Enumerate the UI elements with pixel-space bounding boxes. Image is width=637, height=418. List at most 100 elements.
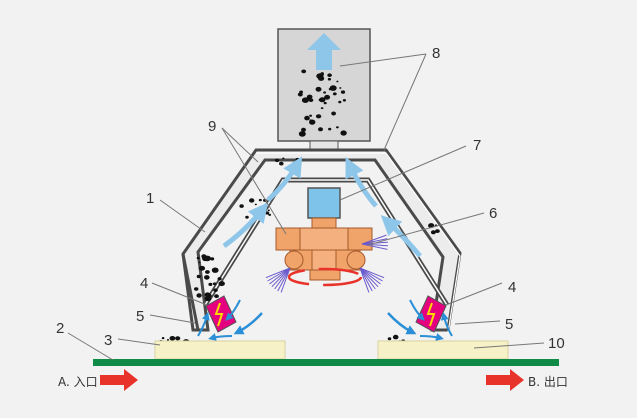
dust-particle	[327, 77, 331, 81]
dust-particle	[336, 126, 339, 129]
spray-line	[359, 267, 376, 290]
conveyor	[93, 359, 559, 366]
spray-line	[269, 267, 291, 285]
air-flow-arrows	[222, 156, 422, 258]
dust-particle	[239, 204, 244, 208]
callout-1: 1	[146, 190, 154, 207]
dust-particle	[265, 211, 270, 215]
dust-particle	[336, 80, 339, 83]
dust-particle	[198, 265, 206, 271]
dust-particle	[295, 157, 300, 162]
dust-particle	[338, 100, 342, 104]
callout-2: 2	[56, 320, 64, 337]
callout-4-right: 4	[508, 279, 516, 296]
dust-particle	[204, 295, 212, 302]
exhaust-duct	[277, 28, 371, 151]
dust-particle	[196, 293, 202, 298]
exit-label: B. 出口	[528, 375, 568, 389]
dust-particle	[217, 277, 222, 281]
right-arrow-icon	[100, 369, 138, 391]
dust-particle	[249, 198, 255, 203]
dust-particle	[282, 157, 285, 160]
callout-9: 9	[208, 118, 216, 135]
dust-particle	[175, 336, 181, 341]
spray-line	[361, 243, 388, 250]
cleaning-robot	[265, 187, 388, 293]
dust-particle	[306, 94, 313, 100]
dust-particles-duct	[297, 69, 347, 137]
dust-particle	[194, 287, 199, 291]
dust-particle	[214, 294, 219, 299]
dust-particle	[318, 127, 323, 132]
dust-particle	[301, 127, 306, 132]
dust-particle	[274, 158, 280, 163]
dust-particle	[304, 115, 310, 121]
right-arrow-icon	[486, 369, 524, 391]
callout-4-left: 4	[140, 275, 148, 292]
dust-particle	[430, 230, 436, 235]
dust-particle	[297, 92, 303, 97]
dust-particle	[342, 99, 346, 102]
dust-particle	[318, 98, 322, 102]
dust-particle	[329, 85, 337, 91]
dust-particle	[267, 209, 270, 212]
spray-line	[361, 243, 388, 247]
spray-line	[265, 267, 291, 279]
spray-line	[271, 267, 291, 288]
dust-particle	[324, 94, 331, 100]
dust-particle	[323, 91, 326, 94]
callout-8: 8	[432, 45, 440, 62]
spray-line	[359, 267, 383, 282]
dust-particle	[387, 337, 392, 341]
spray-line	[267, 267, 291, 282]
spray-line	[274, 267, 291, 290]
dust-particle	[340, 130, 347, 136]
dust-particle	[323, 101, 327, 105]
dust-particle	[332, 92, 337, 96]
dust-particle	[435, 229, 440, 234]
dust-particle	[210, 257, 215, 261]
dust-particle	[331, 111, 336, 116]
dust-particle	[315, 86, 322, 92]
dust-particle	[327, 73, 332, 77]
up-arrow-icon	[307, 33, 341, 70]
ionizer-left	[205, 295, 237, 333]
dust-particle	[161, 337, 165, 340]
dust-particle	[204, 292, 211, 298]
dust-particle	[328, 127, 332, 131]
dust-particle	[254, 203, 257, 206]
dust-particle	[212, 282, 217, 286]
dust-particle	[302, 131, 306, 135]
callout-6: 6	[489, 205, 497, 222]
callout-5-left: 5	[136, 308, 144, 325]
callout-5-right: 5	[505, 316, 513, 333]
dust-particle	[196, 256, 200, 260]
dust-particle	[320, 107, 324, 110]
spray-line	[361, 238, 388, 245]
spray-line	[359, 267, 373, 292]
dust-particle	[196, 274, 201, 279]
dust-particle	[301, 69, 307, 74]
dust-particle	[392, 334, 399, 340]
spray-line	[277, 267, 291, 292]
dust-particle	[166, 339, 170, 341]
entry-label: A. 入口	[58, 375, 98, 389]
spray-line	[359, 267, 385, 279]
spray-line	[361, 234, 387, 245]
ionizer-right	[415, 295, 447, 333]
spray-line	[359, 267, 381, 285]
dust-particle	[309, 114, 312, 117]
callout-3: 3	[104, 332, 112, 349]
blast-arrows	[197, 299, 453, 341]
dust-particle	[309, 119, 316, 125]
dust-particle	[268, 213, 272, 216]
dust-particle	[169, 336, 176, 341]
dust-particle	[218, 281, 225, 287]
dust-particle	[198, 261, 201, 264]
spray-line	[359, 267, 379, 288]
dust-particle	[208, 282, 213, 286]
leader-lines	[67, 53, 545, 361]
callout-7: 7	[473, 137, 481, 154]
dust-particle	[204, 275, 210, 280]
